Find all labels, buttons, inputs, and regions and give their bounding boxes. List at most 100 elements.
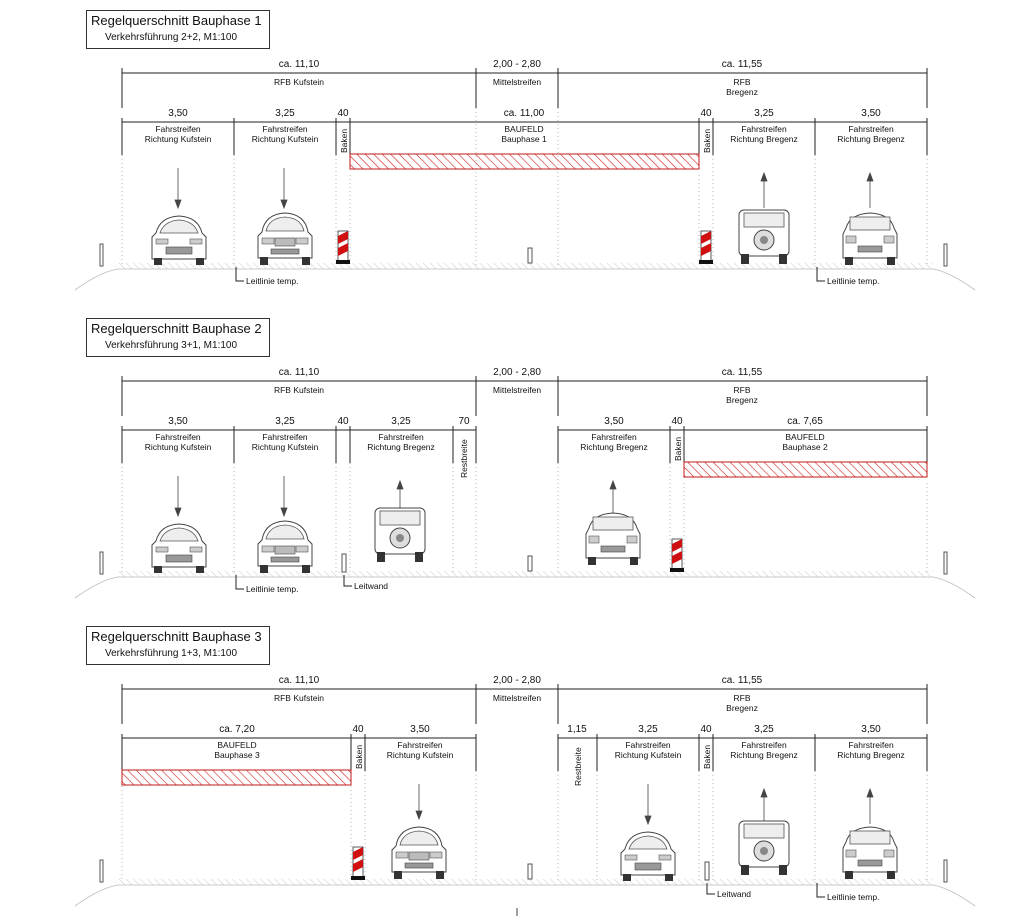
- lane-label: Fahrstreifen Richtung Kufstein: [144, 124, 212, 144]
- left-road-label: RFB Kufstein: [273, 77, 325, 87]
- median-width: 2,00 - 2,80: [493, 367, 541, 378]
- car-front-icon: [391, 826, 447, 879]
- baufeld-hatch: [683, 461, 928, 478]
- baufeld-hatch: [121, 769, 352, 786]
- phase-2-title-box: Regelquerschnitt Bauphase 2 Verkehrsführ…: [86, 318, 270, 357]
- baken-markers: [351, 846, 365, 880]
- lane-width: 3,25: [275, 108, 295, 119]
- baken-label: Baken: [339, 128, 349, 153]
- lane-label: Fahrstreifen Richtung Kufstein: [614, 740, 682, 760]
- car-rear-icon: [738, 820, 790, 875]
- lane-dimension-line: [121, 426, 928, 463]
- lane-width: 3,50: [168, 416, 188, 427]
- lane-label: Fahrstreifen Richtung Kufstein: [251, 124, 319, 144]
- restbreite-width: 1,15: [567, 724, 587, 735]
- baken-label: Baken: [673, 436, 683, 461]
- right-road-width: ca. 11,55: [721, 367, 763, 378]
- phase-2-title: Regelquerschnitt Bauphase 2: [91, 321, 262, 336]
- baken-width: 40: [700, 724, 712, 735]
- baufeld-hatch: [349, 153, 700, 170]
- lane-label: Fahrstreifen Richtung Bregenz: [730, 740, 798, 760]
- lane-label: Fahrstreifen Richtung Kufstein: [386, 740, 454, 760]
- right-road-width: ca. 11,55: [721, 59, 763, 70]
- left-road-width: ca. 11,10: [278, 367, 320, 378]
- lane-width: 3,25: [391, 416, 411, 427]
- baken-label: Baken: [354, 744, 364, 769]
- baken-markers: [336, 230, 713, 264]
- right-road-width: ca. 11,55: [721, 675, 763, 686]
- lane-width: 3,25: [275, 416, 295, 427]
- direction-arrows: [174, 168, 874, 210]
- note-leitwand: Leitwand: [354, 581, 389, 591]
- phase-3-subtitle: Verkehrsführung 1+3, M1:100: [105, 648, 238, 659]
- lane-guides: [121, 463, 928, 573]
- right-road-label: RFB Bregenz: [726, 77, 758, 97]
- baufeld-label: BAUFELD Bauphase 1: [501, 124, 547, 144]
- note-leitlinie: Leitlinie temp.: [827, 276, 880, 286]
- phase-1-title: Regelquerschnitt Bauphase 1: [91, 13, 262, 28]
- lane-width: 3,50: [168, 108, 188, 119]
- baufeld-label: BAUFELD Bauphase 2: [782, 432, 828, 452]
- phase-1-cross-section: [74, 68, 976, 291]
- left-road-width: ca. 11,10: [278, 675, 320, 686]
- note-leitwand: Leitwand: [717, 889, 752, 899]
- phase-3: Regelquerschnitt Bauphase 3 Verkehrsführ…: [0, 626, 1024, 917]
- car-front-icon: [151, 523, 207, 573]
- direction-arrows: [415, 784, 874, 826]
- road-surface: [118, 263, 933, 269]
- lane-label: Fahrstreifen Richtung Bregenz: [730, 124, 798, 144]
- lane-guides: [121, 108, 928, 265]
- lane-width: 3,25: [754, 724, 774, 735]
- baufeld-width: ca. 7,20: [219, 724, 255, 735]
- section-dimension-line: [121, 376, 928, 416]
- note-leitlinie: Leitlinie temp.: [827, 892, 880, 902]
- baufeld-width: ca. 11,00: [503, 108, 545, 119]
- note-leitlinie: Leitlinie temp.: [246, 584, 299, 594]
- phase-3-title: Regelquerschnitt Bauphase 3: [91, 629, 262, 644]
- guard-posts: [99, 243, 948, 267]
- note-leaders: [706, 883, 825, 898]
- phase-1-title-box: Regelquerschnitt Bauphase 1 Verkehrsführ…: [86, 10, 270, 49]
- baken-label: Baken: [702, 128, 712, 153]
- lane-dimension-line: [121, 734, 928, 771]
- direction-arrows: [174, 476, 617, 518]
- note-leitlinie: Leitlinie temp.: [246, 276, 299, 286]
- baken-width: 40: [700, 108, 712, 119]
- left-road-label: RFB Kufstein: [273, 385, 325, 395]
- lane-width: 3,50: [604, 416, 624, 427]
- lane-label: Fahrstreifen Richtung Bregenz: [837, 124, 905, 144]
- baken-markers: [670, 538, 684, 572]
- section-dimension-line: [121, 68, 928, 108]
- lane-width: 3,25: [638, 724, 658, 735]
- median-label: Mittelstreifen: [492, 693, 542, 703]
- lane-label: Fahrstreifen Richtung Bregenz: [580, 432, 648, 452]
- embankment: [74, 268, 976, 291]
- baken-width: 40: [352, 724, 364, 735]
- lane-guides: [121, 771, 928, 881]
- car-front-icon: [151, 215, 207, 265]
- lane-label: Fahrstreifen Richtung Kufstein: [144, 432, 212, 452]
- car-rear-icon: [738, 209, 790, 264]
- lane-label: Fahrstreifen Richtung Bregenz: [367, 432, 435, 452]
- left-road-width: ca. 11,10: [278, 59, 320, 70]
- phase-2-subtitle: Verkehrsführung 3+1, M1:100: [105, 340, 238, 351]
- lane-width: 3,50: [861, 724, 881, 735]
- phase-1-subtitle: Verkehrsführung 2+2, M1:100: [105, 32, 238, 43]
- phase-3-title-box: Regelquerschnitt Bauphase 3 Verkehrsführ…: [86, 626, 270, 665]
- lane-dimension-line: [121, 118, 928, 155]
- leitwand-width: 40: [337, 416, 349, 427]
- phase-2-cross-section: [74, 376, 976, 599]
- left-road-label: RFB Kufstein: [273, 693, 325, 703]
- car-rear-icon: [585, 512, 641, 565]
- lane-width: 3,50: [861, 108, 881, 119]
- car-front-icon: [257, 212, 313, 265]
- guard-posts: [99, 859, 948, 883]
- guard-posts: [99, 551, 948, 575]
- embankment: [74, 576, 976, 599]
- car-front-icon: [620, 831, 676, 881]
- phase-2: Regelquerschnitt Bauphase 2 Verkehrsführ…: [0, 318, 1024, 618]
- road-surface: [118, 879, 933, 885]
- restbreite-label: Restbreite: [459, 439, 469, 478]
- baken-label: Baken: [702, 744, 712, 769]
- median-label: Mittelstreifen: [492, 77, 542, 87]
